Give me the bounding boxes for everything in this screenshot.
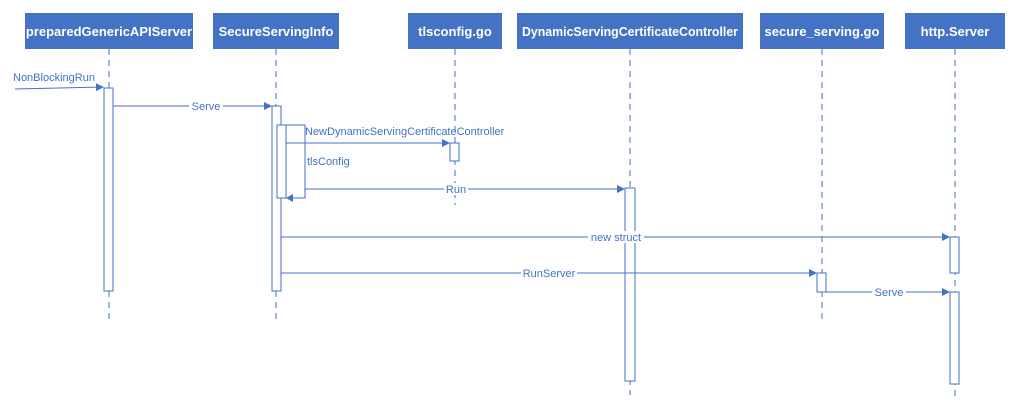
- participant-header-p3: DynamicServingCertificateController: [517, 13, 743, 49]
- message-label-m3: tlsConfig: [307, 156, 350, 168]
- message-label-m7: Serve: [875, 287, 904, 299]
- self-call-arrowhead: [286, 194, 293, 202]
- message-label-m2: NewDynamicServingCertificateController: [305, 126, 505, 138]
- participant-header-p4: secure_serving.go: [760, 13, 884, 49]
- activation-bar-p5-b: [949, 291, 960, 385]
- participant-header-p2: tlsconfig.go: [408, 13, 502, 49]
- participant-header-p0: preparedGenericAPIServer: [25, 13, 193, 49]
- participant-label-p4: secure_serving.go: [765, 24, 880, 39]
- message-label-m1: Serve: [192, 101, 221, 113]
- message-label-m4: Run: [446, 184, 466, 196]
- message-label-m0: NonBlockingRun: [13, 72, 95, 84]
- participant-label-p0: preparedGenericAPIServer: [26, 24, 192, 39]
- self-call-loop: [286, 124, 306, 199]
- participant-label-p2: tlsconfig.go: [418, 24, 492, 39]
- message-label-m5: new struct: [591, 232, 641, 244]
- activation-bar-p4: [816, 272, 827, 293]
- activation-bar-p5-a: [949, 236, 960, 274]
- activation-bar-p3: [624, 187, 636, 382]
- participant-header-p1: SecureServingInfo: [213, 13, 339, 49]
- participant-header-p5: http.Server: [905, 13, 1005, 49]
- participant-label-p3: DynamicServingCertificateController: [522, 24, 738, 39]
- activation-bar-p2: [449, 142, 460, 162]
- participant-label-p1: SecureServingInfo: [219, 24, 334, 39]
- message-line-m0: [14, 83, 104, 92]
- message-label-m6: RunServer: [523, 268, 576, 280]
- participant-label-p5: http.Server: [921, 24, 990, 39]
- activation-bar-p0: [103, 87, 114, 292]
- activation-bar-p1-nested: [276, 124, 287, 199]
